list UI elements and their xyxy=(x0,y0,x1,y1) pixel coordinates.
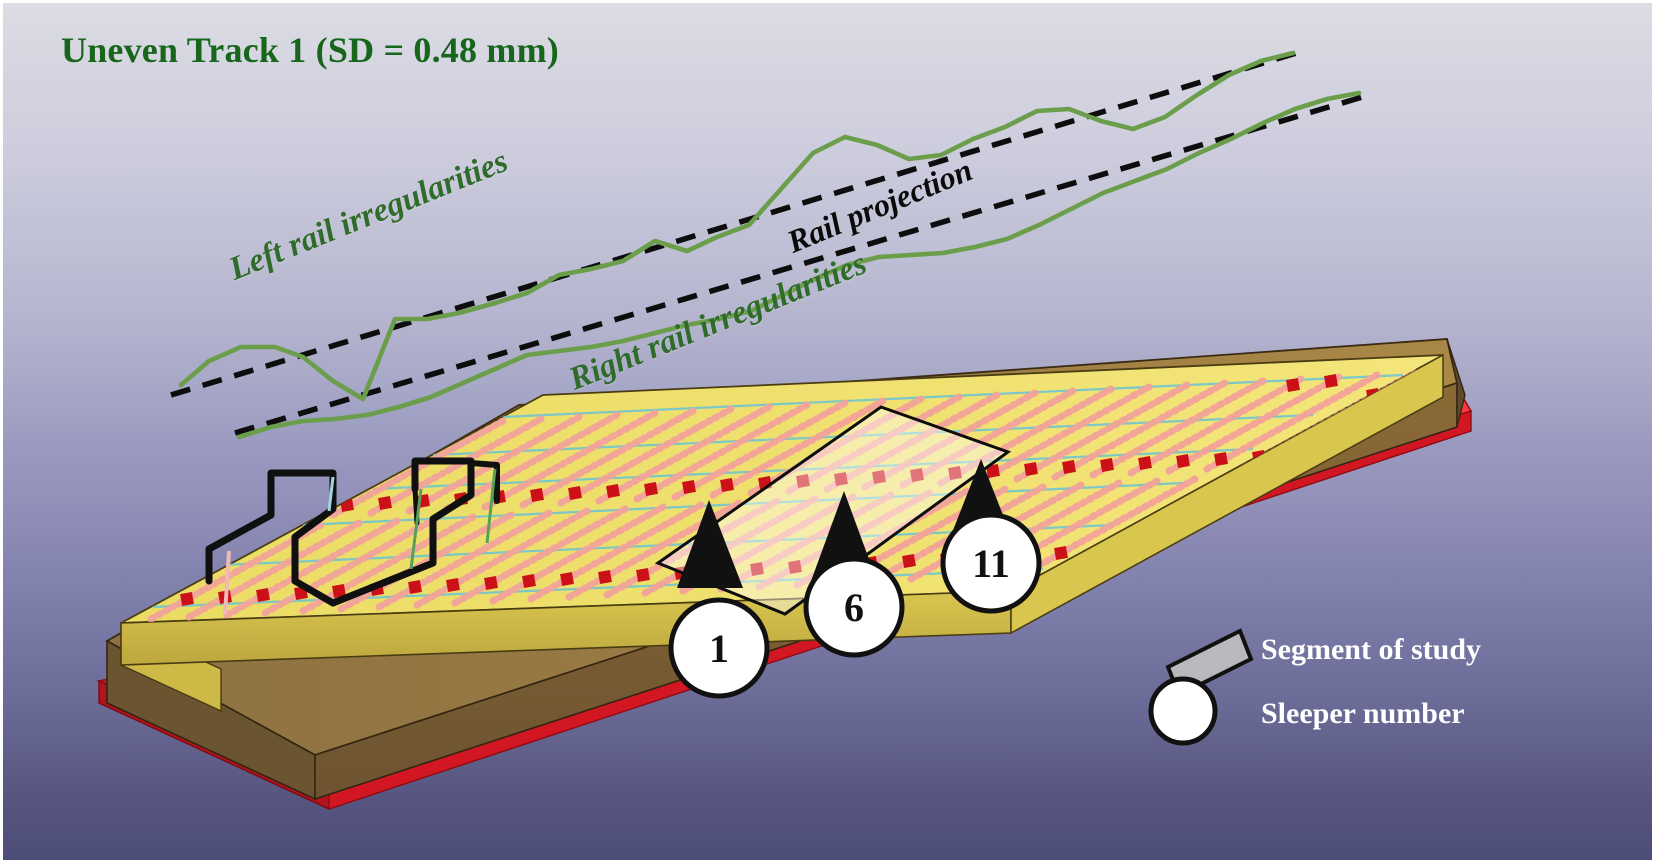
right-rail-irregularity-curve xyxy=(236,90,1362,440)
sleeper-number-markers xyxy=(668,459,1042,699)
legend-sleeper-number-label: Sleeper number xyxy=(1261,697,1465,730)
page-title: Uneven Track 1 (SD = 0.48 mm) xyxy=(61,30,559,70)
sleeper-marker-6-number: 6 xyxy=(844,584,864,630)
legend-swatches xyxy=(1148,628,1254,746)
sleeper-marker-1-number: 1 xyxy=(709,625,729,671)
legend-segment-of-study-label: Segment of study xyxy=(1261,633,1482,666)
segment-of-study-region[interactable] xyxy=(654,405,1012,616)
diagram-svg xyxy=(96,48,1473,811)
sleeper-marker-6[interactable] xyxy=(803,491,905,658)
sleeper-bed-layer xyxy=(120,353,1444,713)
left-rail-irregularity-curve xyxy=(178,50,1296,402)
constraint-cyan-leader xyxy=(327,476,335,512)
sleeper-number-swatch xyxy=(1148,676,1218,746)
constraint-leader-lines xyxy=(409,468,497,570)
irregularity-plots xyxy=(170,48,1370,440)
sleeper-marker-11[interactable] xyxy=(940,459,1042,614)
constraint-pink-leader xyxy=(223,550,231,616)
sleeper-marker-1[interactable] xyxy=(668,500,770,699)
sleeper-marker-11-number: 11 xyxy=(972,540,1010,586)
